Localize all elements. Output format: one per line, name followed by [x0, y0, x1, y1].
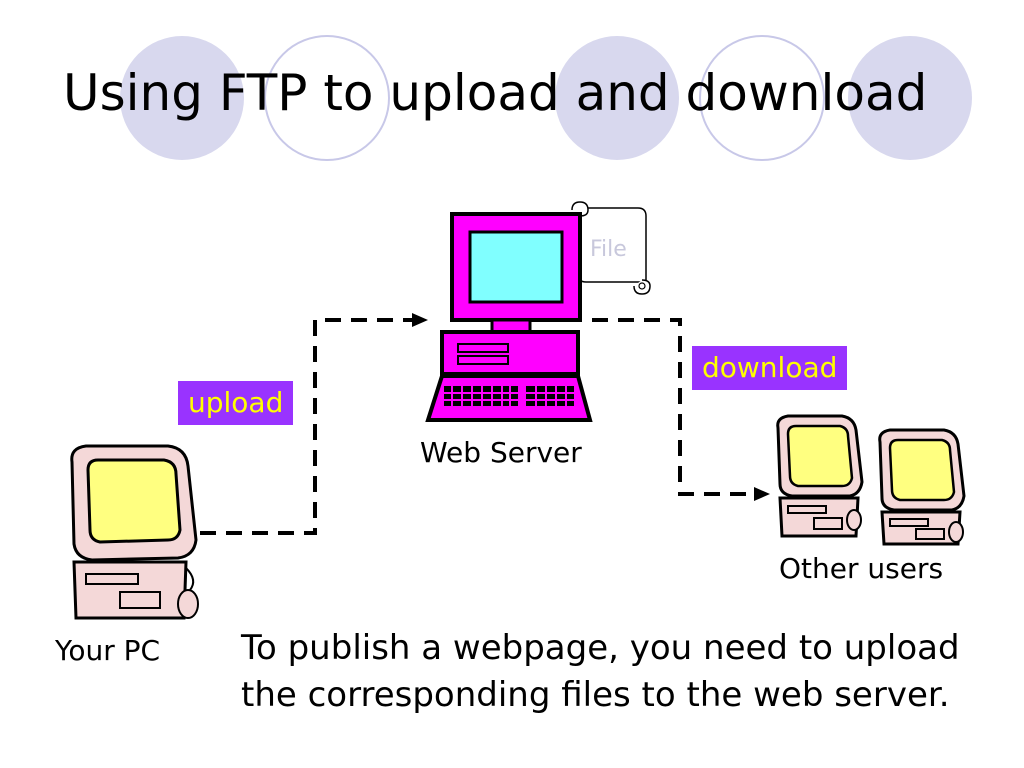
deco-circle [848, 36, 972, 160]
other-user-computer-2-icon [878, 428, 966, 546]
slide-title: Using FTP to upload and download [63, 64, 928, 122]
web-server-icon [425, 212, 593, 422]
deco-circle [120, 36, 244, 160]
upload-arrowhead [412, 313, 428, 327]
your-pc-label: Your PC [55, 634, 161, 667]
upload-path [200, 318, 418, 535]
description-line: To publish a webpage, you need to upload [241, 628, 960, 668]
slide-description: To publish a webpage, you need to upload… [241, 625, 1001, 719]
web-server-label: Web Server [420, 436, 582, 469]
deco-circle [264, 35, 390, 161]
download-arrowhead [754, 487, 770, 501]
file-label: File [590, 237, 627, 262]
other-user-computer-1-icon [776, 414, 864, 538]
your-pc-icon [70, 444, 199, 620]
upload-tag: upload [178, 381, 294, 425]
other-users-label: Other users [779, 552, 944, 585]
download-path [592, 318, 758, 496]
deco-circle [699, 35, 825, 161]
deco-circle [555, 36, 679, 160]
download-tag: download [692, 346, 848, 390]
description-line: the corresponding files to the web serve… [241, 675, 950, 715]
